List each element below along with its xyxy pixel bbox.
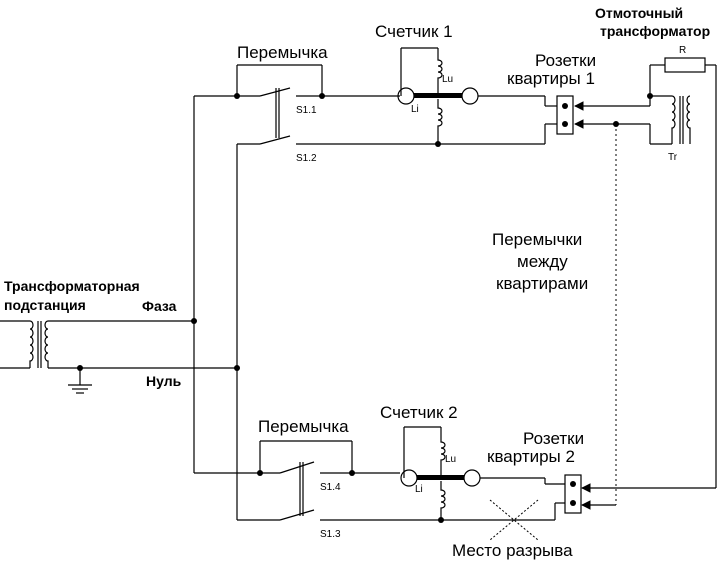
lu-bottom-label: Lu xyxy=(445,454,456,465)
tap-transformer-label-2: трансформатор xyxy=(600,23,710,39)
phase-label: Фаза xyxy=(142,298,177,314)
outlets-1 xyxy=(544,95,650,144)
s1-2-label: S1.2 xyxy=(296,153,317,164)
substation-label-1: Трансформаторная xyxy=(4,278,140,294)
meter-2 xyxy=(400,426,545,523)
outlets-2 xyxy=(544,474,716,520)
s1-1-label: S1.1 xyxy=(296,105,317,116)
li-top-label: Li xyxy=(411,104,419,115)
jumpers-between-label-2: между xyxy=(517,252,568,271)
bottom-switch xyxy=(194,440,555,521)
break-point-marker xyxy=(489,499,539,541)
break-point-label: Место разрыва xyxy=(452,541,573,560)
substation-label-2: подстанция xyxy=(4,297,86,313)
jumpers-between-label-1: Перемычки xyxy=(492,230,582,249)
resistor-label: R xyxy=(679,45,686,56)
substation-transformer xyxy=(0,320,49,369)
outlets1-label-1: Розетки xyxy=(535,51,596,70)
meter-1 xyxy=(397,47,545,147)
neutral-label: Нуль xyxy=(146,373,182,389)
jumper-bottom-label: Перемычка xyxy=(258,417,349,436)
tr-label: Tr xyxy=(668,152,678,163)
meter2-label: Счетчик 2 xyxy=(380,403,458,422)
lu-top-label: Lu xyxy=(442,74,453,85)
top-switch xyxy=(194,64,545,145)
jumper-top-label: Перемычка xyxy=(237,43,328,62)
outlets1-label-2: квартиры 1 xyxy=(507,69,595,88)
ground-icon xyxy=(68,365,92,394)
tap-transformer-label-1: Отмоточный xyxy=(595,5,683,21)
s1-4-label: S1.4 xyxy=(320,482,341,493)
tap-transformer xyxy=(613,57,717,488)
meter1-label: Счетчик 1 xyxy=(375,22,453,41)
s1-3-label: S1.3 xyxy=(320,529,341,540)
jumpers-between-label-3: квартирами xyxy=(496,274,588,293)
outlets2-label-1: Розетки xyxy=(523,429,584,448)
li-bottom-label: Li xyxy=(415,484,423,495)
outlets2-label-2: квартиры 2 xyxy=(487,447,575,466)
